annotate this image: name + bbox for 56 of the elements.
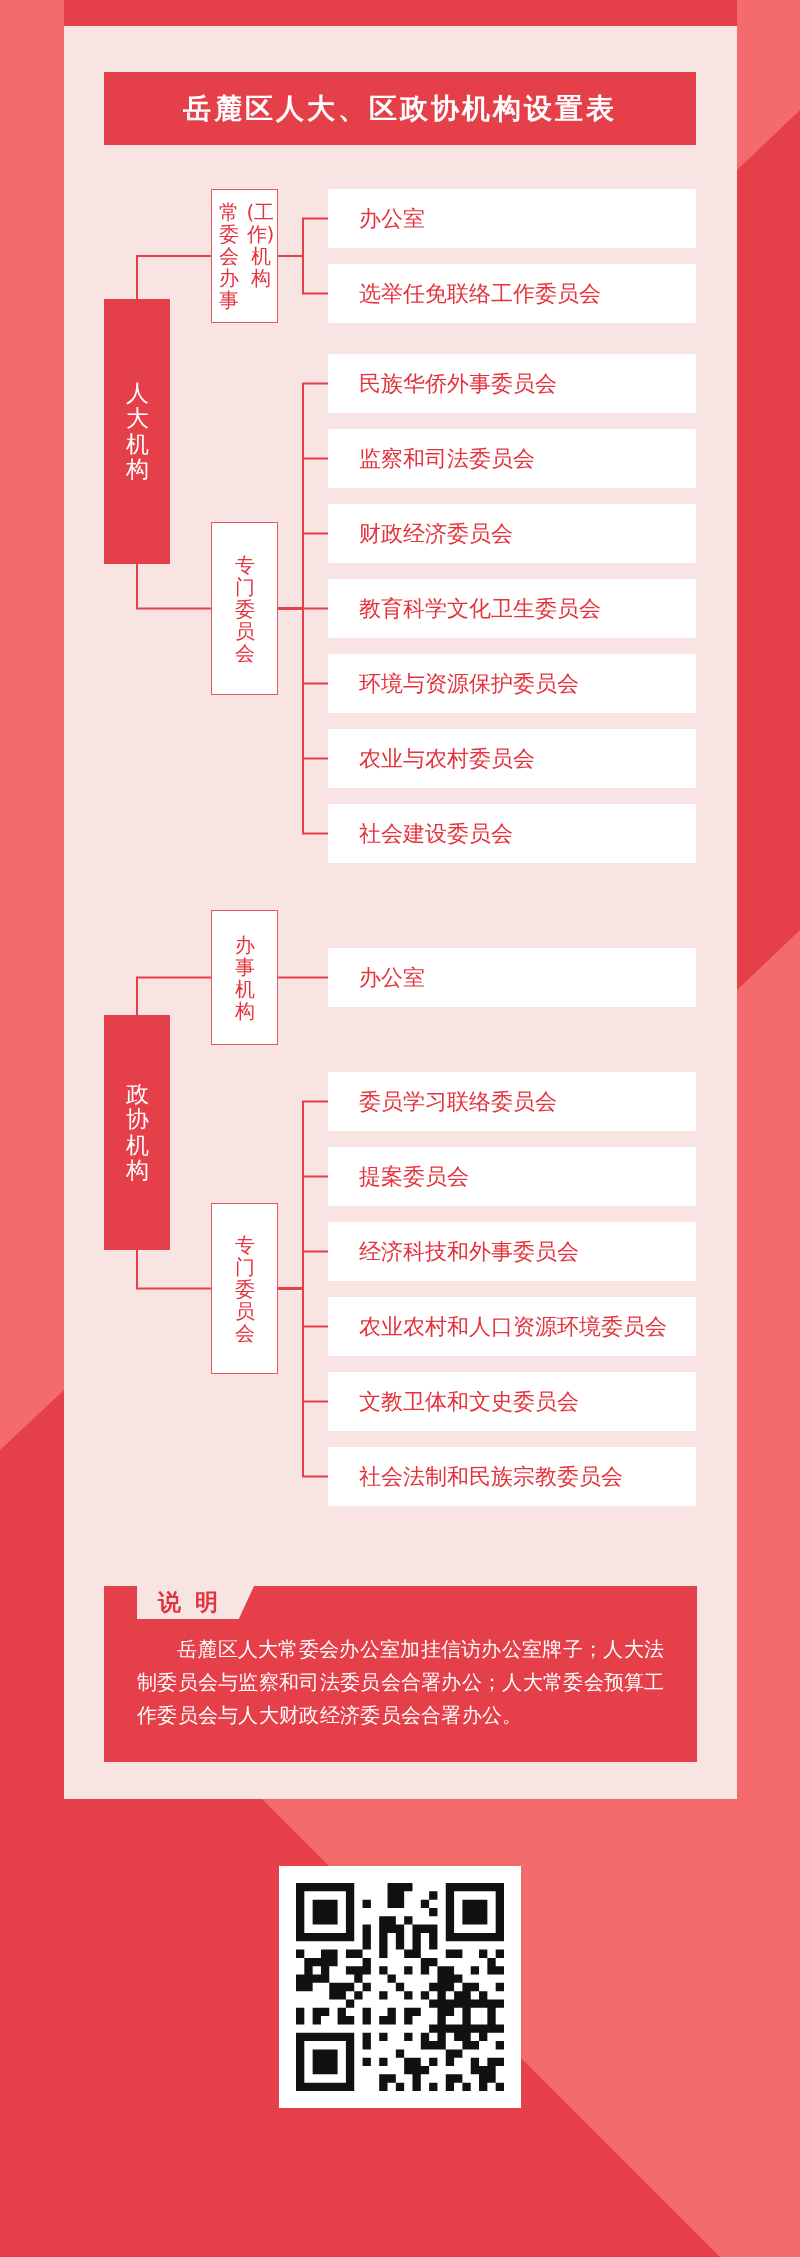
committee-name: 财政经济委员会 [359,519,513,548]
title-banner: 岳麓区人大、区政协机构设置表 [104,72,696,145]
committee-name: 环境与资源保护委员会 [359,669,579,698]
committee-box [328,429,696,488]
category-label: 政协机构 [125,1081,149,1184]
connector-line [136,255,212,300]
committee-box [328,264,696,323]
committee-box [328,1297,696,1356]
committee-name: 社会法制和民族宗教委员会 [359,1462,623,1491]
committee-name: 选举任免联络工作委员会 [359,279,601,308]
committee-name: 教育科学文化卫生委员会 [359,594,601,623]
division-label: 常委会办事(工作)机构 [217,201,275,311]
committee-box [328,579,696,638]
connector-line [277,607,329,835]
committee-name: 经济科技和外事委员会 [359,1237,579,1266]
committee-box [328,729,696,788]
note-text: 岳麓区人大常委会办公室加挂信访办公室牌子；人大法制委员会与监察和司法委员会合署办公；人大常委会预算工作委员会与人大财政经济委员会合署办公。 [137,1636,666,1729]
committee-name: 监察和司法委员会 [359,444,535,473]
committee-box [328,1147,696,1206]
committee-box [328,504,696,563]
committee-name: 农业农村和人口资源环境委员会 [359,1312,667,1341]
committee-box [328,948,696,1007]
connector-line [277,1287,329,1478]
division-label: 专门委员会 [234,1233,255,1344]
note-panel [104,1586,697,1762]
division-box [211,910,278,1045]
division-label: 办事机构 [234,933,255,1022]
division-box [211,522,278,695]
connector-line [277,255,329,295]
division-box [211,1203,278,1374]
committee-box [328,1447,696,1506]
committee-name: 提案委员会 [359,1162,469,1191]
committee-name: 农业与农村委员会 [359,744,535,773]
category-box [104,299,170,564]
committee-name: 民族华侨外事委员会 [359,369,557,398]
committee-name: 办公室 [359,963,425,992]
category-label: 人大机构 [125,380,149,483]
committee-box [328,654,696,713]
committee-box [328,354,696,413]
connector-line [277,976,329,979]
category-box [104,1015,170,1250]
committee-name: 委员学习联络委员会 [359,1087,557,1116]
division-box [211,189,278,323]
committee-name: 办公室 [359,204,425,233]
committee-box [328,189,696,248]
connector-line [136,563,212,610]
note-heading: 说明 [137,1586,254,1619]
connector-line [136,1249,212,1290]
connector-line [136,976,212,1016]
division-label: 专门委员会 [234,553,255,664]
committee-box [328,804,696,863]
committee-name: 社会建设委员会 [359,819,513,848]
committee-box [328,1072,696,1131]
committee-name: 文教卫体和文史委员会 [359,1387,579,1416]
committee-box [328,1372,696,1431]
committee-box [328,1222,696,1281]
